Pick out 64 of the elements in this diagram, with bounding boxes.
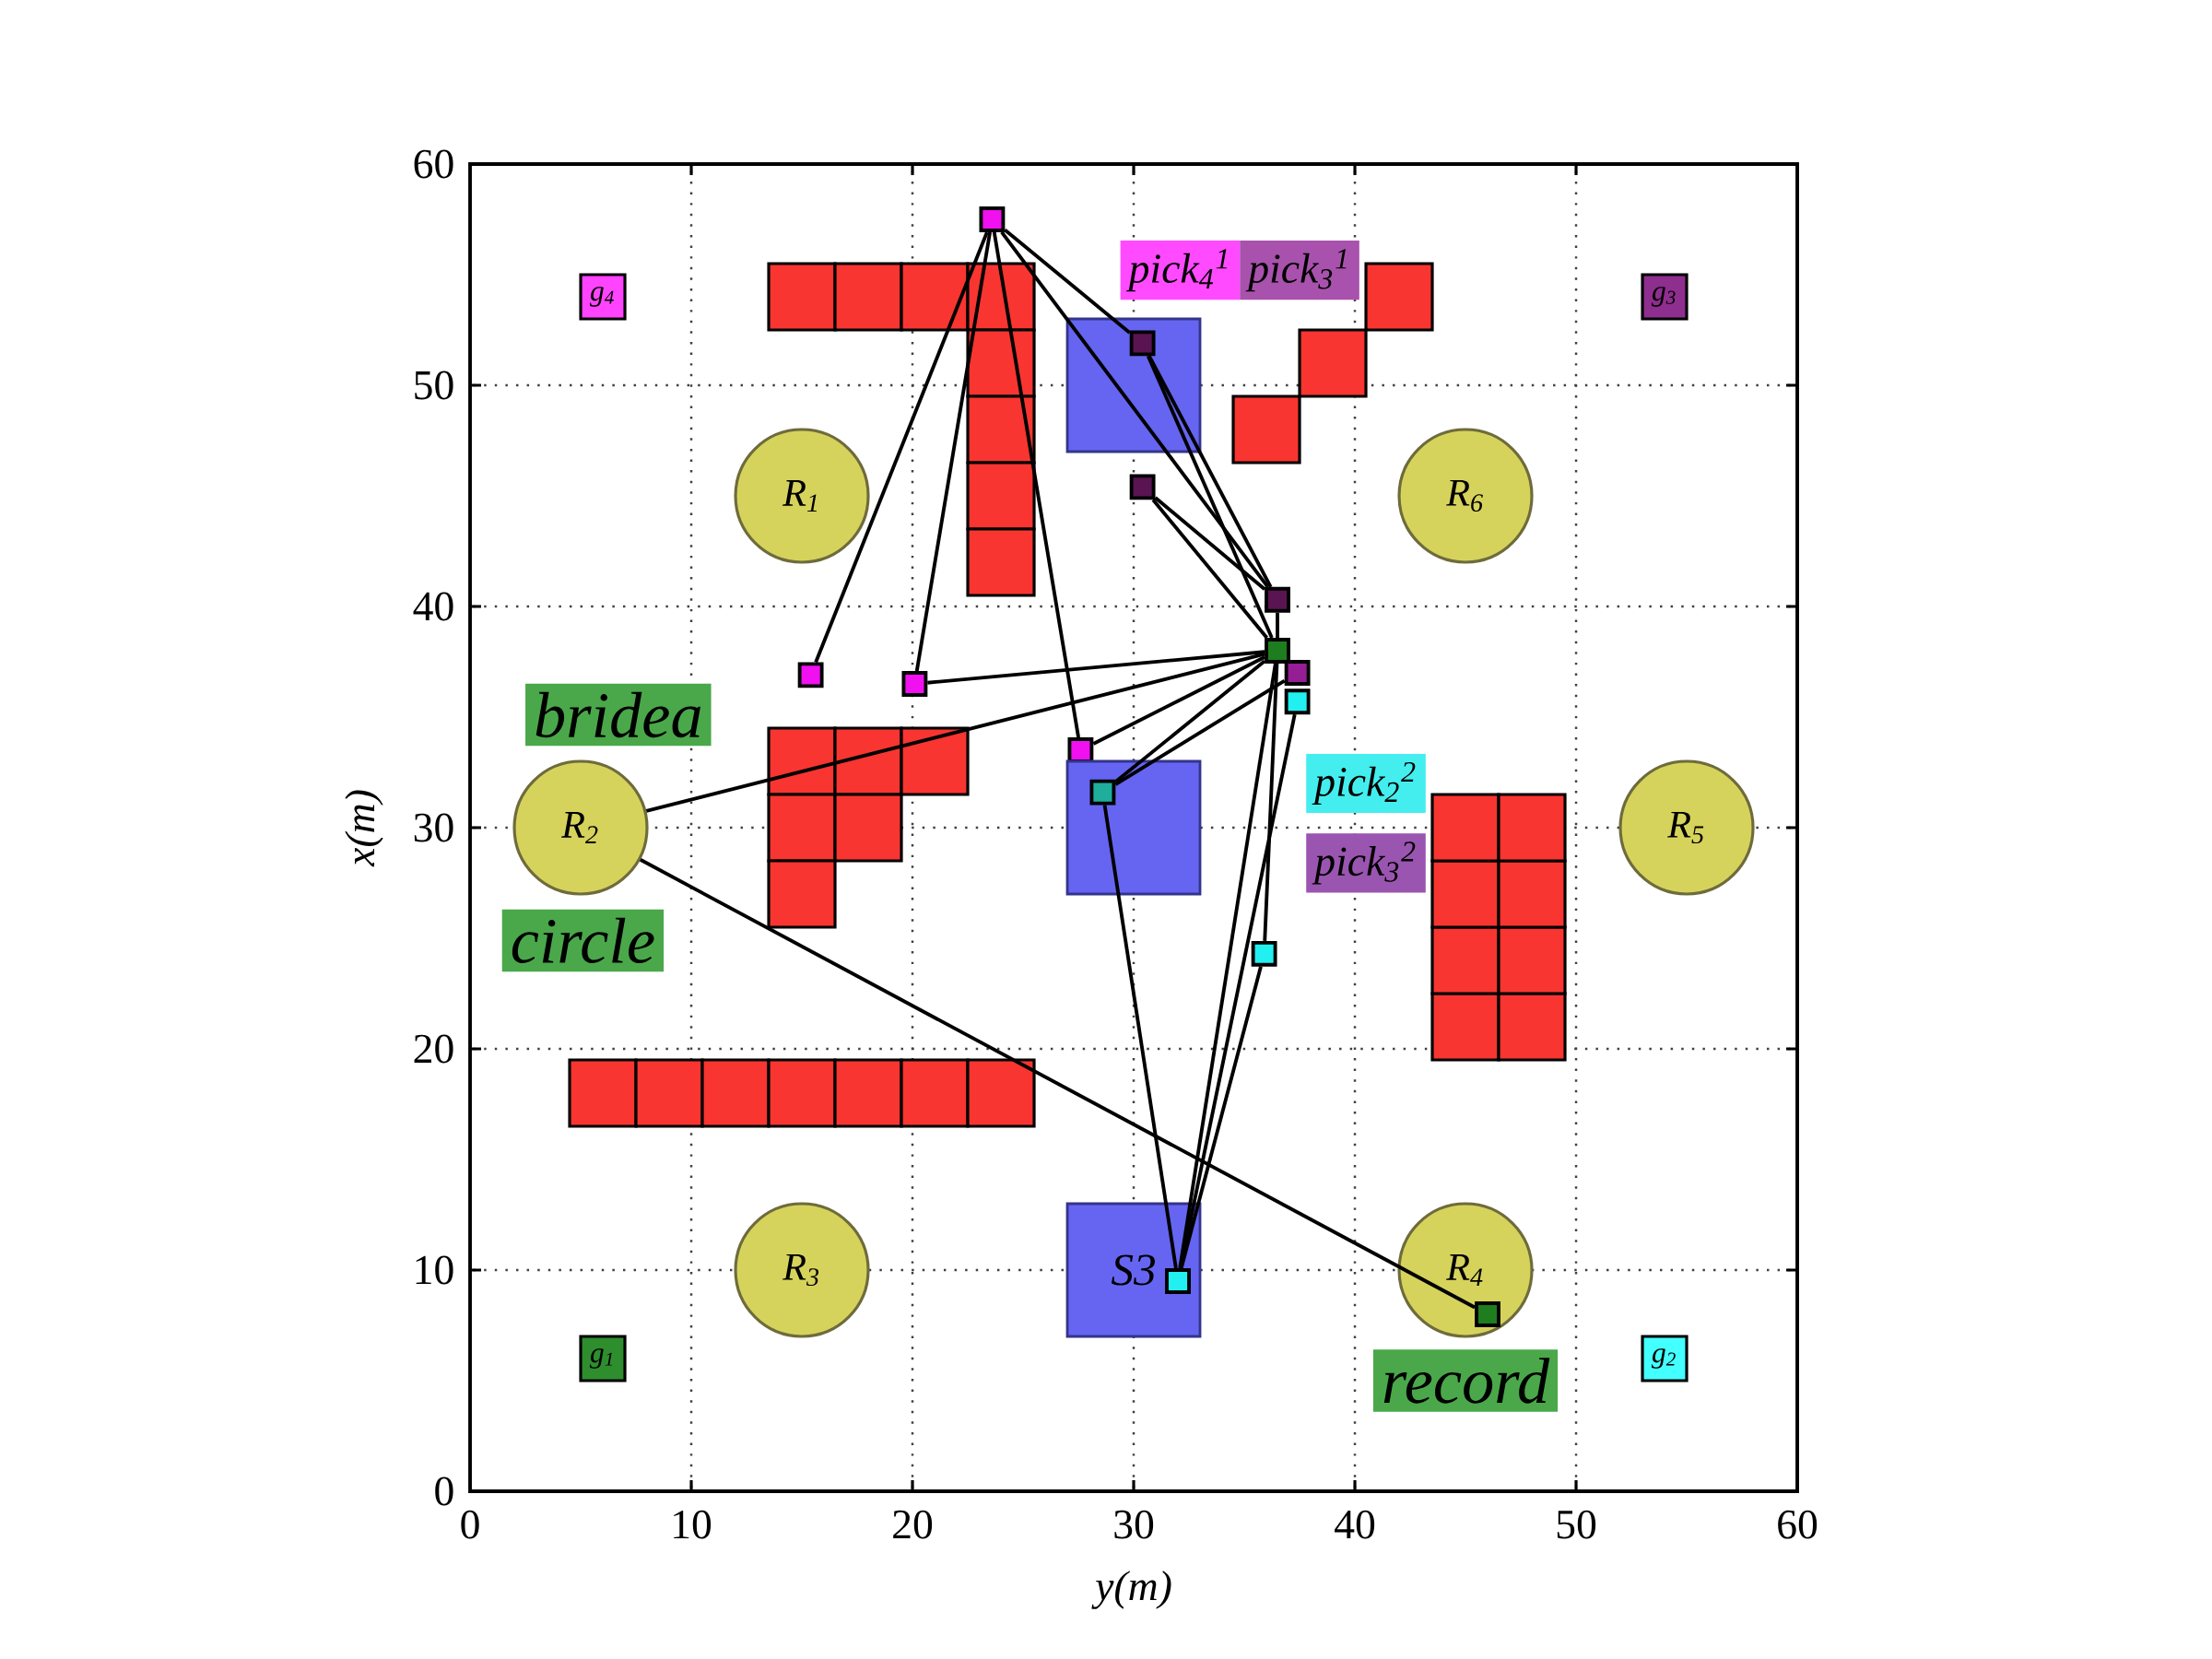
waypoint-marker [979,206,1006,232]
tick-label: 10 [674,1510,712,1539]
action-label: pick$_{2}$2 [1306,753,1426,814]
station-square [1065,759,1202,896]
tick-label: 40 [1335,1510,1375,1539]
tick-label: 40 [413,592,453,621]
tick-label: 0 [461,1510,479,1539]
action-label: circle [501,909,665,972]
waypoint-marker [1265,638,1290,664]
action-label: record [1372,1349,1559,1412]
path-line [814,231,989,664]
action-label: bridea [525,683,712,747]
action-label: pick$_{4}$1 [1120,241,1241,300]
path-line [1102,805,1178,1269]
goal-square: g$_{3}$ [1641,273,1688,321]
goal-square: g$_{2}$ [1641,1335,1688,1382]
tick-label: 50 [415,371,453,400]
waypoint-marker [901,671,928,697]
path-line [1000,230,1270,588]
action-label: pick$_{3}$2 [1306,833,1426,893]
axis-label: x(m) [345,790,383,867]
waypoint-marker [1165,1268,1191,1294]
goal-square: g$_{1}$ [579,1335,627,1382]
path-line [1263,663,1279,941]
path-line [1114,678,1286,786]
tick-label: 20 [893,1510,933,1539]
path-line [927,650,1265,685]
action-label: pick$_{3}$1 [1240,241,1359,300]
path-line [1276,612,1279,639]
path-line [1092,655,1265,746]
waypoint-marker [1475,1301,1500,1327]
station-square: S3 [1065,1202,1202,1338]
waypoint-marker [1284,660,1311,686]
waypoint-marker [1284,688,1311,715]
waypoint-marker [1129,330,1156,357]
tick-label: 60 [1778,1510,1818,1539]
goal-square: g$_{4}$ [579,273,627,321]
tick-label: 10 [416,1255,453,1285]
path-line [1147,355,1273,588]
path-line [645,652,1265,813]
path-line [1004,228,1131,335]
waypoint-marker [1129,474,1156,500]
tick-label: 30 [414,813,453,842]
waypoint-marker [1067,737,1094,763]
axis-label: y(m) [1091,1571,1171,1609]
waypoint-marker [1265,586,1290,613]
path-line [1178,663,1277,1269]
path-line [1151,499,1269,640]
waypoint-marker [1251,940,1277,967]
path-line [1179,966,1263,1269]
tick-label: 30 [1114,1510,1154,1539]
path-line [914,231,992,672]
path-line [1179,713,1297,1269]
waypoint-marker [797,662,824,688]
waypoint-marker [1089,779,1116,806]
path-line [1154,496,1266,591]
path-line [992,231,1080,738]
tick-label: 0 [435,1477,453,1506]
path-line [1146,355,1274,639]
path-line [1114,659,1266,783]
tick-label: 60 [414,149,453,179]
path-line [639,858,1476,1310]
tick-label: 50 [1557,1510,1596,1539]
tick-label: 20 [414,1034,453,1064]
